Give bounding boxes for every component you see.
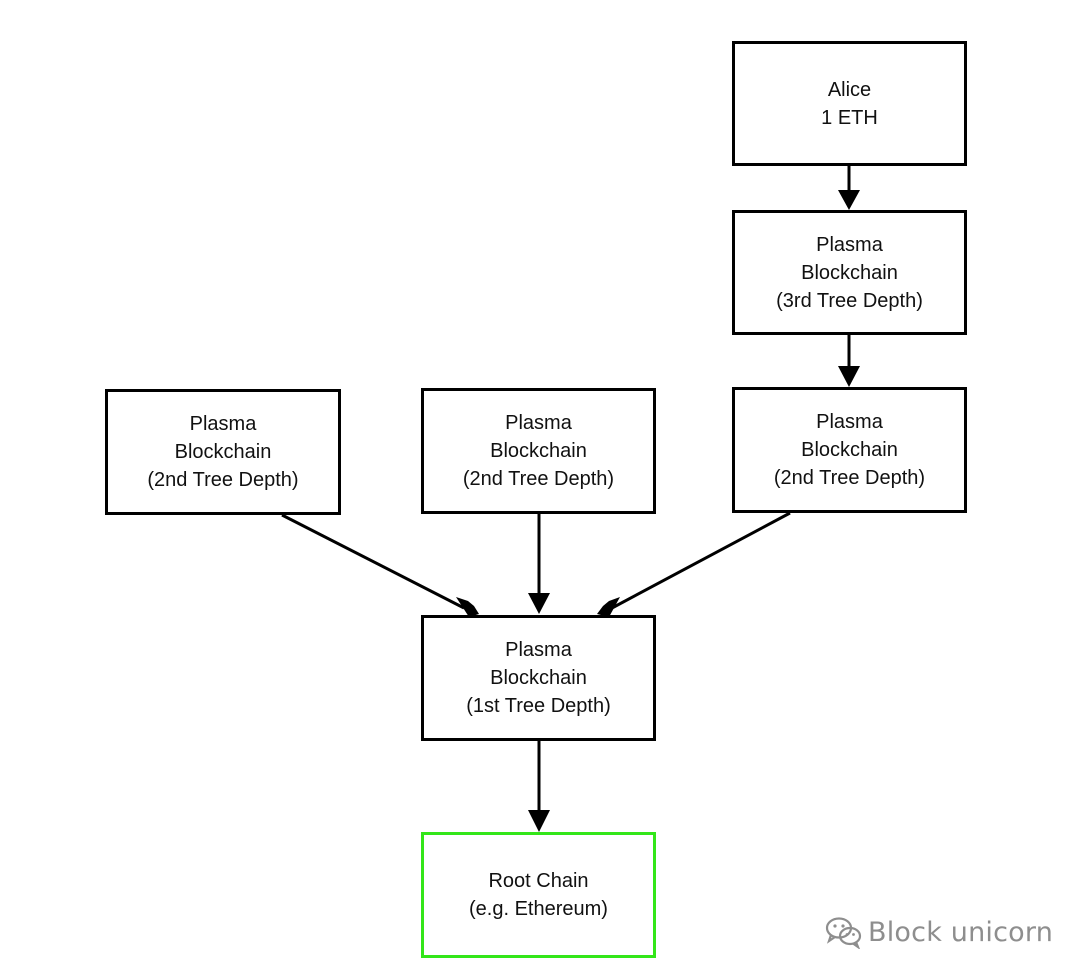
watermark: Block unicorn <box>824 912 1053 952</box>
arrowhead-alice-to-depth3 <box>838 190 860 210</box>
arrowhead-d2-right-to-depth1 <box>597 597 620 617</box>
node-plasma-depth-2-left: Plasma Blockchain (2nd Tree Depth) <box>105 389 341 515</box>
node-line: Plasma <box>816 233 883 256</box>
node-plasma-depth-1: Plasma Blockchain (1st Tree Depth) <box>421 615 656 741</box>
node-line: Plasma <box>505 639 572 661</box>
arrowhead-d2-left-to-depth1 <box>456 597 479 617</box>
node-line: Blockchain <box>801 439 898 461</box>
node-line: Blockchain <box>490 440 587 462</box>
arrowhead-d2-mid-to-depth1 <box>528 593 550 614</box>
node-line: Root Chain <box>488 870 589 892</box>
node-line: Blockchain <box>490 667 587 689</box>
node-line: (2nd Tree Depth) <box>773 467 926 489</box>
node-line: (3rd Tree Depth) <box>776 289 923 312</box>
edge-d2-left-to-depth1 <box>281 513 465 610</box>
watermark-text: Block unicorn <box>868 916 1054 948</box>
arrowhead-depth3-to-d2-right <box>838 366 860 387</box>
node-line: (2nd Tree Depth) <box>147 469 299 491</box>
node-line: Plasma <box>816 411 883 433</box>
edge-d2-right-to-depth1 <box>611 511 791 610</box>
node-plasma-depth-2-right: Plasma Blockchain (2nd Tree Depth) <box>732 387 967 513</box>
node-line: (2nd Tree Depth) <box>462 468 615 490</box>
node-line: Blockchain <box>174 441 272 463</box>
node-alice-1-eth: Alice 1 ETH <box>732 41 967 166</box>
node-line: Plasma <box>505 412 572 434</box>
node-plasma-depth-2-middle: Plasma Blockchain (2nd Tree Depth) <box>421 388 656 514</box>
arrowhead-depth1-to-root <box>528 810 550 832</box>
node-line: Plasma <box>189 413 257 435</box>
node-root-chain: Root Chain (e.g. Ethereum) <box>421 832 656 958</box>
node-line: (1st Tree Depth) <box>466 695 611 717</box>
node-line: (e.g. Ethereum) <box>469 898 608 920</box>
node-line: 1 ETH <box>821 106 878 129</box>
wechat-icon <box>825 917 862 949</box>
node-plasma-depth-3: Plasma Blockchain (3rd Tree Depth) <box>732 210 967 335</box>
node-line: Alice <box>827 78 872 101</box>
node-line: Blockchain <box>801 261 898 284</box>
